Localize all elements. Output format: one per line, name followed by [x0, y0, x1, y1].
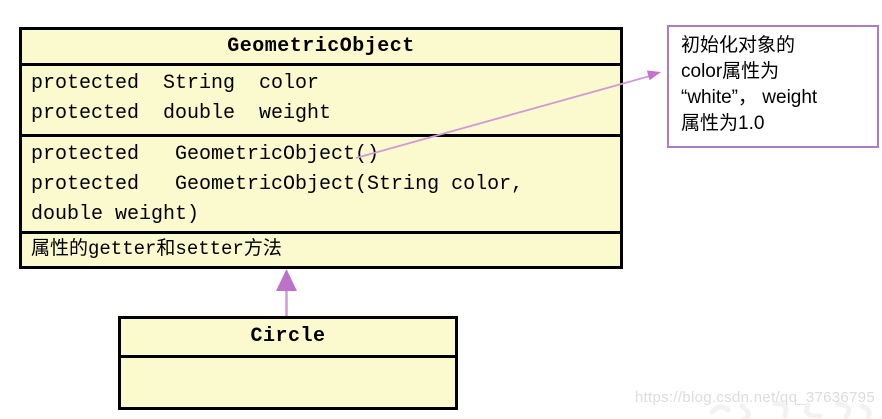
annotation-line: “white”， weight	[681, 87, 818, 108]
class-title-geometricobject: GeometricObject	[22, 30, 620, 66]
circle-empty-compartment	[121, 358, 455, 407]
accessor-note-line: 属性的getter和setter方法	[31, 238, 282, 260]
class-box-geometricobject: GeometricObject protected String color p…	[19, 27, 623, 269]
faint-watermark-artifact	[709, 401, 872, 419]
annotation-line: 属性为1.0	[681, 113, 765, 134]
attribute-line: protected String color	[31, 72, 320, 95]
annotation-note: 初始化对象的 color属性为 “white”， weight 属性为1.0	[667, 25, 879, 148]
watermark-url: https://blog.csdn.net/qq_37636795	[634, 389, 875, 406]
method-line: double weight)	[31, 203, 200, 226]
accessor-note-compartment: 属性的getter和setter方法	[22, 234, 620, 266]
method-line: protected GeometricObject()	[31, 143, 380, 166]
class-box-circle: Circle	[118, 316, 458, 410]
attribute-line: protected double weight	[31, 102, 332, 125]
inheritance-arrow	[276, 269, 297, 316]
attributes-compartment: protected String color protected double …	[22, 66, 620, 137]
class-title-circle: Circle	[121, 319, 455, 358]
method-line: protected GeometricObject(String color,	[31, 173, 524, 196]
methods-compartment: protected GeometricObject() protected Ge…	[22, 137, 620, 234]
annotation-line: 初始化对象的	[681, 35, 796, 56]
annotation-line: color属性为	[681, 61, 780, 82]
